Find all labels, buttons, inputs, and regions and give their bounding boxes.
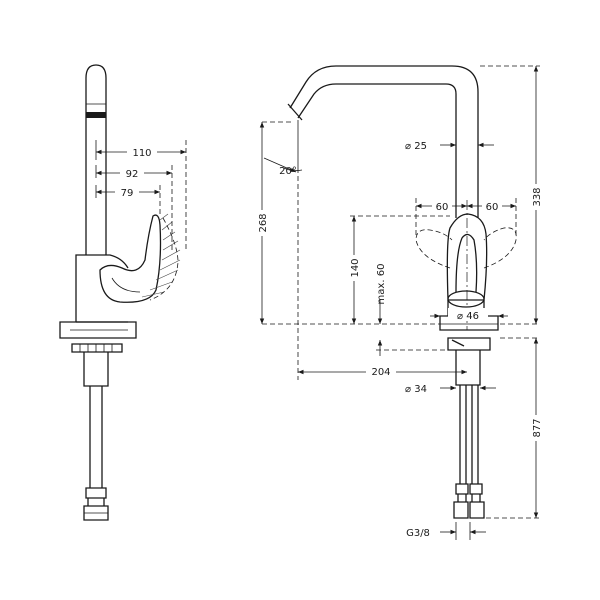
front-lever — [446, 213, 488, 301]
front-dim-base-diameter: ⌀ 46 — [430, 308, 508, 322]
side-view: 110 92 79 — [59, 64, 187, 521]
front-spout-tube — [289, 65, 479, 218]
side-spout-tube — [85, 64, 107, 255]
front-shank — [455, 350, 481, 386]
front-view: 20° ⌀ 25 268 60 60 — [255, 65, 543, 540]
dim-thread-label: G3/8 — [406, 528, 430, 539]
dim-140-label: 140 — [350, 258, 361, 277]
side-lever-motion — [141, 213, 181, 301]
dim-lever-left-label: 60 — [436, 202, 449, 213]
side-dim-79: 79 — [95, 185, 161, 215]
side-dim-92: 92 — [95, 165, 173, 250]
front-dim-lever-width: 60 60 — [415, 198, 517, 236]
front-dim-max60: max. 60 — [376, 264, 448, 356]
front-dim-thread: G3/8 — [406, 522, 486, 540]
front-hose-left — [459, 385, 467, 484]
front-gasket — [447, 337, 491, 351]
front-hose-right — [471, 385, 479, 484]
front-dim-877: 877 — [486, 337, 543, 519]
side-base-plate — [59, 321, 137, 339]
side-gasket — [71, 343, 123, 353]
side-lever — [99, 214, 162, 303]
dim-204-label: 204 — [371, 367, 390, 378]
dim-268-label: 268 — [258, 213, 269, 232]
front-dim-tube-diameter: ⌀ 25 — [405, 141, 494, 152]
dim-hole-diameter-label: ⌀ 34 — [405, 384, 427, 395]
dim-tube-diameter-label: ⌀ 25 — [405, 141, 427, 152]
dim-max60-label: max. 60 — [376, 264, 387, 305]
side-hose-fitting — [83, 487, 109, 521]
side-aerator — [86, 112, 106, 118]
side-hose — [89, 386, 103, 488]
front-lever-swing-left — [415, 229, 453, 269]
dim-base-diameter-label: ⌀ 46 — [457, 311, 479, 322]
dim-92-label: 92 — [126, 169, 139, 180]
side-body — [75, 254, 129, 322]
front-aerator — [287, 103, 303, 121]
side-dim-110: 110 — [95, 140, 187, 250]
side-shank — [83, 352, 109, 387]
dim-110-label: 110 — [132, 148, 151, 159]
front-dim-angle: 20° — [263, 120, 303, 177]
dim-338-label: 338 — [532, 187, 543, 206]
front-dim-268: 268 — [255, 121, 440, 325]
front-dim-hole-diameter: ⌀ 34 — [405, 384, 496, 395]
dim-lever-right-label: 60 — [486, 202, 499, 213]
dim-angle-label: 20° — [279, 166, 297, 177]
dim-79-label: 79 — [121, 188, 134, 199]
front-dim-338: 338 — [480, 65, 543, 325]
dim-877-label: 877 — [532, 418, 543, 437]
front-dim-140: 140 — [347, 215, 450, 324]
front-hose-fittings — [453, 483, 485, 519]
front-lever-swing-right — [483, 227, 517, 269]
front-dim-204: 204 — [297, 168, 467, 380]
